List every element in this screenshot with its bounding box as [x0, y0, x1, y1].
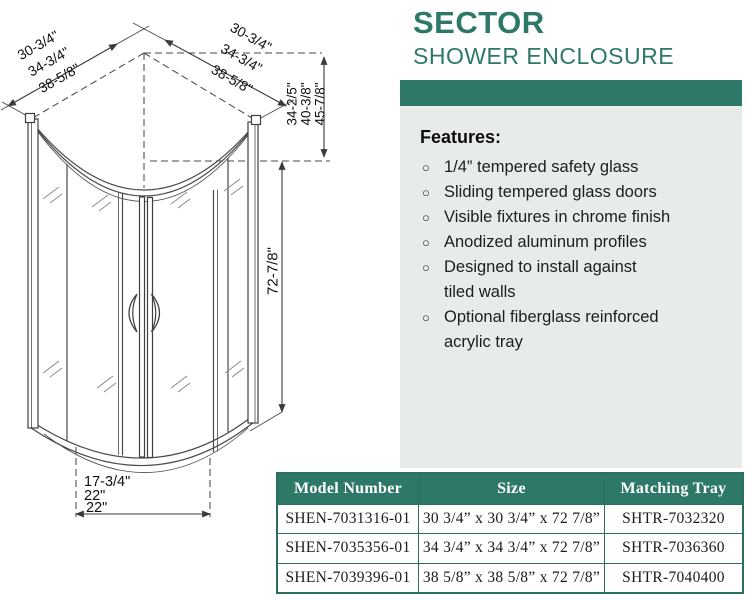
dimension-labels: 30-3/4" 34-3/4" 38-5/8" 30-3/4" 34-3/4" … [15, 19, 328, 516]
left-post [27, 118, 39, 429]
title-block: SECTOR SHOWER ENCLOSURE [413, 5, 675, 70]
tray-lip [43, 427, 249, 473]
table-cell-model: SHEN-7031316-01 [276, 503, 419, 534]
dimension-lines [0, 22, 328, 518]
table-cell-model: SHEN-7039396-01 [276, 562, 419, 593]
feature-text: Visible fixtures in chrome finish [444, 208, 671, 226]
column-header-model-number: Model Number [276, 472, 419, 505]
right-door-handle [150, 293, 161, 333]
features-list: ○ 1/4” tempered safety glass ○ Sliding t… [420, 155, 724, 355]
left-door-stile [138, 196, 146, 458]
glass-hatches [42, 178, 245, 393]
feature-text: 1/4” tempered safety glass [444, 158, 639, 176]
dimension-label: 22" [84, 488, 105, 504]
features-heading: Features: [420, 127, 502, 147]
table-header-row: Model Number Size Matching Tray [276, 472, 744, 505]
features-panel: Features: ○ 1/4” tempered safety glass ○… [400, 106, 742, 468]
feature-item: ○ Sliding tempered glass doors [420, 180, 724, 205]
bottom-rail-inner [30, 414, 255, 459]
top-rail-inner [34, 126, 253, 197]
left-corner-bracket [24, 112, 36, 124]
feature-text: Sliding tempered glass doors [444, 183, 657, 201]
circle-bullet-icon: ○ [422, 260, 430, 275]
feature-text: Anodized aluminum profiles [444, 233, 647, 251]
column-header-size: Size [417, 472, 605, 505]
dimension-label: 22" [86, 500, 107, 516]
right-corner-bracket [250, 114, 262, 126]
feature-item: ○ 1/4” tempered safety glass [420, 155, 724, 180]
table-row: SHEN-7039396-01 38 5/8” x 38 5/8” x 72 7… [276, 562, 744, 593]
circle-bullet-icon: ○ [422, 160, 430, 175]
door-handles [128, 293, 161, 333]
column-header-matching-tray: Matching Tray [603, 472, 744, 505]
page-title: SECTOR [413, 5, 545, 40]
table-cell-tray: SHTR-7032320 [603, 503, 744, 534]
table-cell-size: 38 5/8” x 38 5/8” x 72 7/8” [417, 562, 605, 593]
feature-item: ○ Anodized aluminum profiles [420, 230, 724, 255]
table-row: SHEN-7031316-01 30 3/4” x 30 3/4” x 72 7… [276, 503, 744, 534]
enclosure-frame [24, 112, 262, 473]
table-cell-model: SHEN-7035356-01 [276, 533, 419, 564]
circle-bullet-icon: ○ [422, 310, 430, 325]
table-cell-tray: SHTR-7040400 [603, 562, 744, 593]
right-post [247, 121, 259, 424]
table-cell-tray: SHTR-7036360 [603, 533, 744, 564]
dimension-label: 40-3/8" [299, 82, 314, 125]
feature-item: ○ Designed to install against tiled wall… [420, 255, 724, 305]
enclosure-diagram: 30-3/4" 34-3/4" 38-5/8" 30-3/4" 34-3/4" … [0, 19, 330, 518]
feature-text: Designed to install against tiled walls [444, 258, 637, 301]
right-door-stile [146, 196, 154, 459]
dimension-label: 17-3/4" [84, 474, 130, 490]
feature-item: ○ Visible fixtures in chrome finish [420, 205, 724, 230]
dimension-label: 45-7/8" [313, 82, 328, 125]
spec-table: Model Number Size Matching Tray SHEN-703… [276, 472, 744, 594]
table-cell-size: 30 3/4” x 30 3/4” x 72 7/8” [417, 503, 605, 534]
dimension-label: 72-7/8" [265, 247, 282, 295]
circle-bullet-icon: ○ [422, 185, 430, 200]
feature-text: Optional fiberglass reinforced acrylic t… [444, 308, 659, 351]
table-row: SHEN-7035356-01 34 3/4” x 34 3/4” x 72 7… [276, 533, 744, 564]
feature-item: ○ Optional fiberglass reinforced acrylic… [420, 305, 724, 355]
circle-bullet-icon: ○ [422, 235, 430, 250]
circle-bullet-icon: ○ [422, 210, 430, 225]
table-cell-size: 34 3/4” x 34 3/4” x 72 7/8” [417, 533, 605, 564]
dimension-label: 34-2/5" [285, 82, 300, 125]
green-divider-bar [400, 80, 742, 106]
top-rail-outer [30, 120, 257, 191]
page-subtitle: SHOWER ENCLOSURE [413, 43, 675, 70]
left-door-handle [128, 293, 138, 333]
